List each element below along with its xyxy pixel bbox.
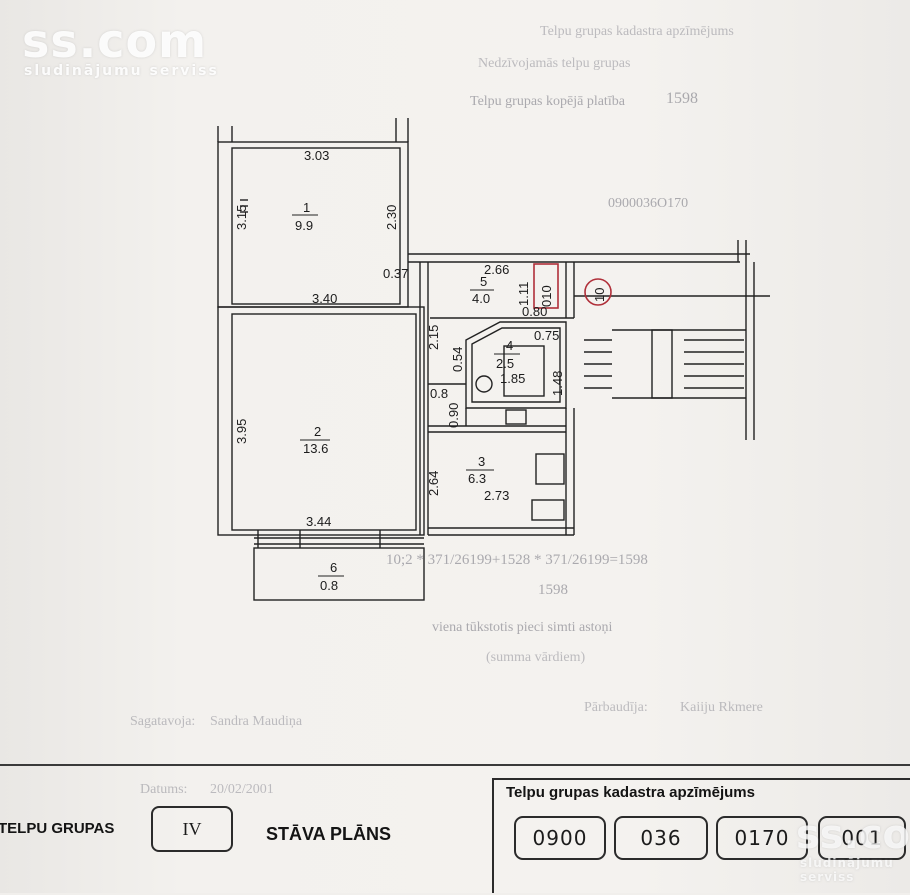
faded-total-area: 1598 bbox=[538, 582, 568, 598]
floor-circle bbox=[584, 278, 612, 306]
dimension-label: 0.80 bbox=[522, 304, 547, 319]
faded-heading: Nedzīvojamās telpu grupas bbox=[478, 56, 631, 71]
dimension-label: 0.8 bbox=[430, 386, 448, 401]
faded-heading: Telpu grupas kadastra apzīmējums bbox=[540, 24, 734, 39]
room-6-area: 0.8 bbox=[320, 578, 338, 593]
stair-code: 010 bbox=[539, 285, 554, 307]
faded-date-value: 20/02/2001 bbox=[210, 782, 274, 797]
dimension-label: 0.75 bbox=[534, 328, 559, 343]
group-value-box: IV bbox=[151, 806, 233, 852]
floor-circle-number: 10 bbox=[592, 288, 607, 302]
dimension-label: 3.03 bbox=[304, 148, 329, 163]
room-6-number: 6 bbox=[330, 560, 337, 575]
watermark-logo: ss.com bbox=[22, 14, 208, 68]
dimension-label: 0.37 bbox=[383, 266, 408, 281]
watermark-tagline: sludinājumu serviss bbox=[24, 63, 219, 79]
footer-strip bbox=[0, 764, 910, 895]
cadastre-code-box: 0170 bbox=[716, 816, 808, 860]
room-5-number: 5 bbox=[480, 274, 487, 289]
faded-equation: 10;2 * 371/26199+1528 * 371/26199=1598 bbox=[386, 552, 648, 568]
room-2-area: 13.6 bbox=[303, 441, 328, 456]
room-2-outline bbox=[217, 306, 425, 536]
dimension-label: 1.85 bbox=[500, 371, 525, 386]
faded-area-value: 1598 bbox=[666, 90, 698, 107]
wall-lines bbox=[217, 118, 770, 601]
cadastre-code: 036 bbox=[640, 826, 682, 850]
dimension-label: 1.48 bbox=[550, 371, 565, 396]
dimension-label: 2.73 bbox=[484, 488, 509, 503]
dimension-label: 2.66 bbox=[484, 262, 509, 277]
faded-responsible-name: Kaiiju Rkmere bbox=[680, 700, 763, 715]
stair-code-box bbox=[533, 263, 559, 309]
cadastre-code: 0900 bbox=[532, 826, 588, 850]
dimension-label: 3.40 bbox=[312, 291, 337, 306]
watermark-logo: ss.com bbox=[796, 812, 910, 858]
room-2-number: 2 bbox=[314, 424, 321, 439]
room-6-outline bbox=[253, 547, 425, 601]
dimension-label: 2.15 bbox=[426, 325, 441, 350]
faded-subtitle: (summa vārdiem) bbox=[486, 650, 586, 665]
dimension-label: 2.30 bbox=[384, 205, 399, 230]
room-5-area: 4.0 bbox=[472, 291, 490, 306]
dimension-label: 3.44 bbox=[306, 514, 331, 529]
group-value: IV bbox=[182, 818, 202, 839]
dimension-label: 3.15 bbox=[234, 205, 249, 230]
faded-cadastre-number: 0900036O170 bbox=[608, 196, 689, 211]
room-2-inner bbox=[231, 313, 417, 531]
group-label: TELPU GRUPAS bbox=[0, 820, 115, 837]
room-1-number: 1 bbox=[303, 200, 310, 215]
faded-subtitle: viena tūkstotis pieci simti astoņi bbox=[432, 620, 613, 635]
room-1-inner bbox=[231, 147, 401, 305]
room-1-area: 9.9 bbox=[295, 218, 313, 233]
dimension-label: 2.64 bbox=[426, 471, 441, 496]
faded-responsible-label: Pārbaudīja: bbox=[584, 700, 648, 715]
cadastre-title: Telpu grupas kadastra apzīmējums bbox=[506, 784, 755, 801]
cadastre-code: 0170 bbox=[734, 826, 790, 850]
faded-prepared-label: Sagatavoja: bbox=[130, 714, 196, 729]
dimension-label: 0.90 bbox=[446, 403, 461, 428]
cadastre-code-box: 0900 bbox=[514, 816, 606, 860]
cadastre-panel: Telpu grupas kadastra apzīmējums 0900 03… bbox=[492, 778, 910, 893]
dimension-label: 0.54 bbox=[450, 347, 465, 372]
floor-plan-title: STĀVA PLĀNS bbox=[266, 824, 392, 844]
room-3-number: 3 bbox=[478, 454, 485, 469]
faded-prepared-name: Sandra Maudiņa bbox=[210, 714, 303, 729]
watermark-tagline: sludinājumu serviss bbox=[800, 856, 894, 884]
room-4-number: 4 bbox=[506, 338, 513, 353]
dimension-label: 1.11 bbox=[516, 282, 531, 306]
room-3-area: 6.3 bbox=[468, 471, 486, 486]
room-4-area: 2.5 bbox=[496, 356, 514, 371]
faded-heading: Telpu grupas kopējā platība bbox=[470, 94, 625, 109]
faded-date-label: Datums: bbox=[140, 782, 188, 797]
dimension-label: 3.95 bbox=[234, 419, 249, 444]
cadastre-code-box: 036 bbox=[614, 816, 708, 860]
cadastre-code-box: 001 bbox=[818, 816, 906, 860]
cadastre-code: 001 bbox=[841, 826, 883, 850]
